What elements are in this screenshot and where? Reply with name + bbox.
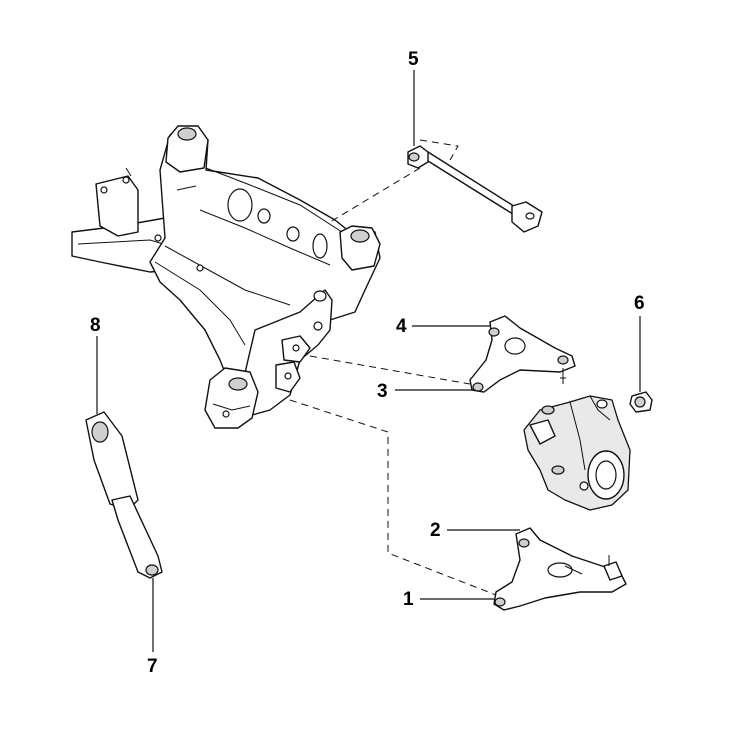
- callout-5: 5: [408, 49, 419, 70]
- assembly-line-1: [289, 399, 497, 596]
- assembly-line-3: [309, 355, 471, 385]
- callout-3: 3: [377, 381, 388, 402]
- part-4-upper-control-arm: [469, 315, 576, 393]
- part-2-lower-control-arm: [493, 527, 627, 611]
- callout-8: 8: [90, 315, 101, 336]
- assembly-line-5: [329, 167, 421, 223]
- callout-7: 7: [147, 656, 158, 677]
- callout-2: 2: [430, 520, 441, 541]
- steering-knuckle: [523, 395, 631, 511]
- subframe: [71, 125, 381, 429]
- callout-1: 1: [403, 589, 414, 610]
- callout-6: 6: [634, 293, 645, 314]
- callout-4: 4: [396, 316, 407, 337]
- part-6-bushing: [629, 391, 653, 413]
- part-5-trailing-link: [407, 139, 543, 233]
- part-8-shock-absorber: [85, 411, 163, 579]
